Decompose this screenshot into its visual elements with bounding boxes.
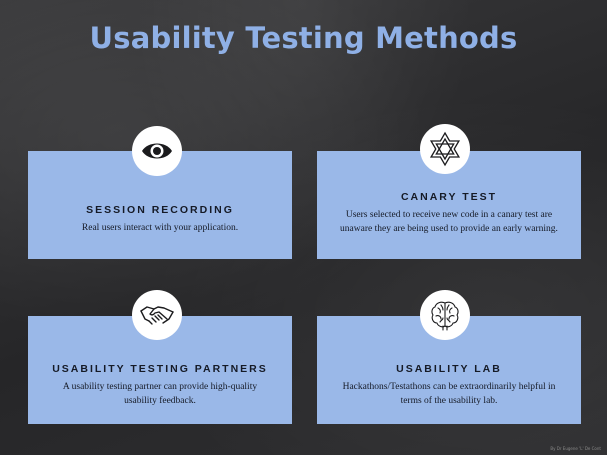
credit-text: By Dr Eugene 'L' De Cont <box>550 446 601 451</box>
card-heading: USABILITY LAB <box>396 363 502 375</box>
handshake-icon-badge <box>132 290 182 340</box>
card-body: Hackathons/Testathons can be extraordina… <box>342 382 556 406</box>
card-body: Real users interact with your applicatio… <box>81 223 239 233</box>
brain-icon-badge <box>420 290 470 340</box>
card-heading: CANARY TEST <box>400 191 498 203</box>
star-outline-icon <box>429 131 461 167</box>
card-body: A usability testing partner can provide … <box>62 382 258 406</box>
handshake-icon <box>140 306 174 325</box>
eye-icon <box>142 143 172 159</box>
eye-icon-badge <box>132 126 182 176</box>
star-outline-icon-badge <box>420 124 470 174</box>
page-title: Usability Testing Methods <box>89 21 518 55</box>
card-body: Users selected to receive new code in a … <box>340 210 558 234</box>
card-heading: USABILITY TESTING PARTNERS <box>52 363 268 375</box>
card-heading: SESSION RECORDING <box>86 204 234 216</box>
brain-icon <box>431 301 459 331</box>
